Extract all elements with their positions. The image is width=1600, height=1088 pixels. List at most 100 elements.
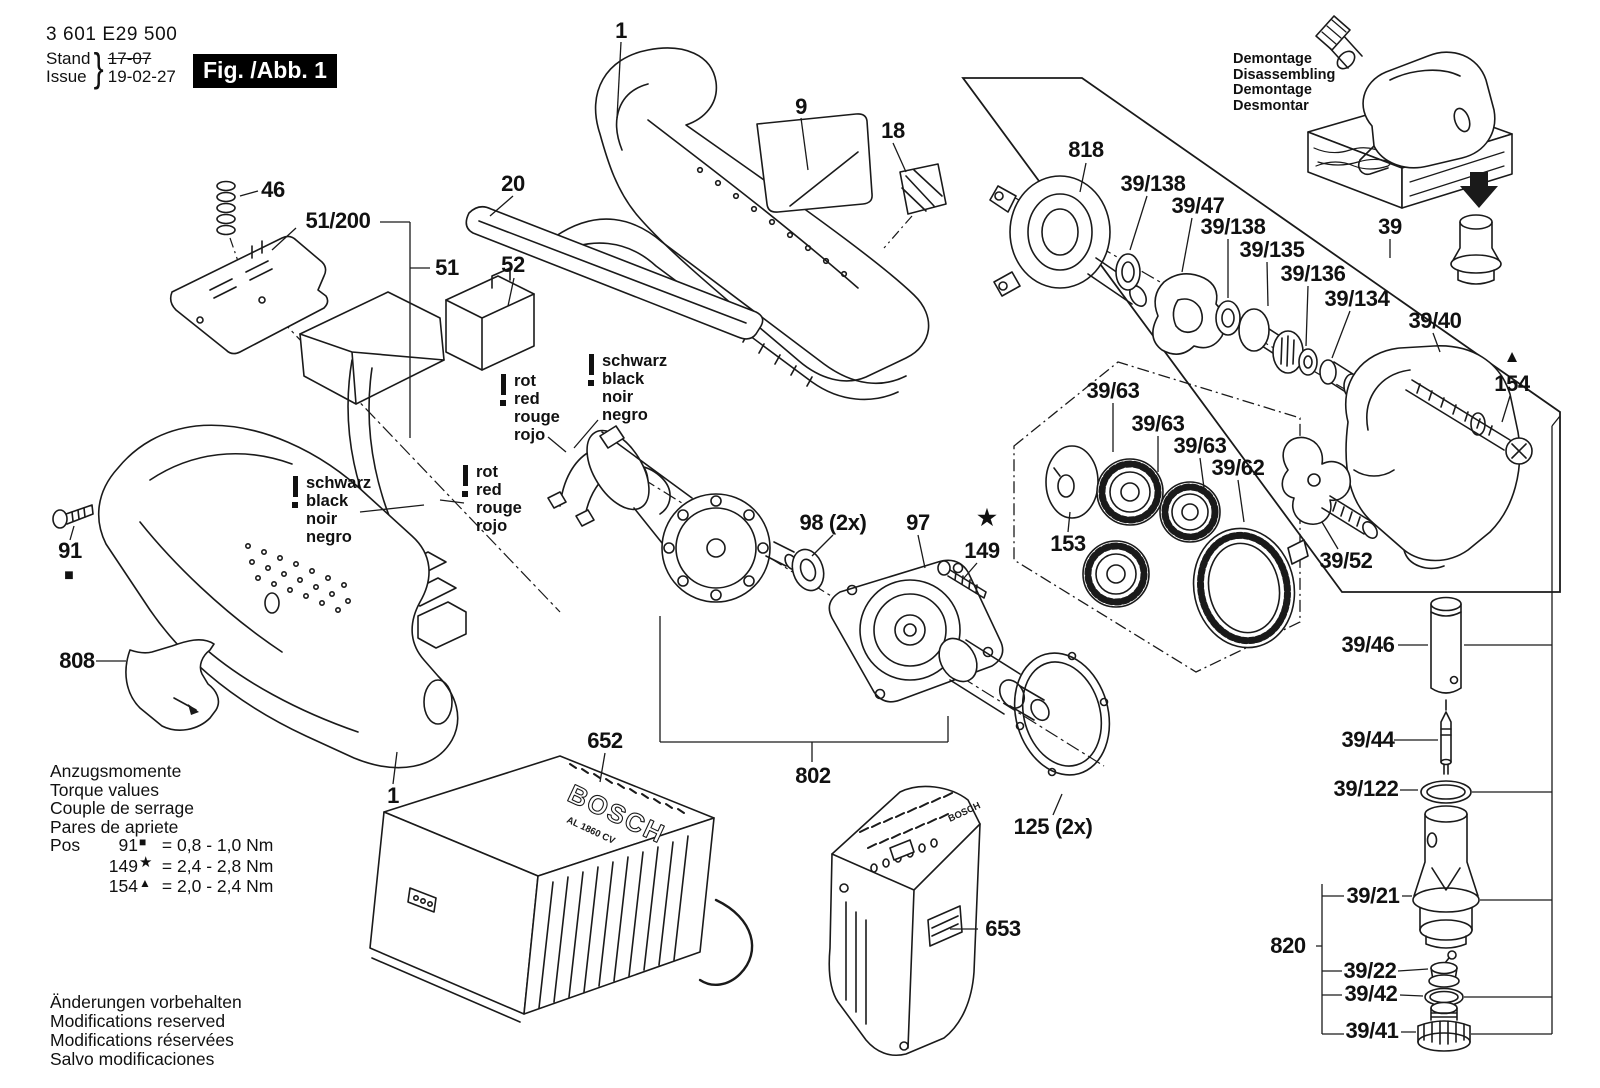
wire-color-line: noir: [602, 388, 634, 406]
torque-values-block: Anzugsmomente Torque values Couple de se…: [50, 762, 273, 898]
callout-39-47: 39/47: [1171, 193, 1225, 218]
exclamation-icon: [500, 374, 506, 444]
footer-line-fr: Modifications réservées: [50, 1030, 234, 1050]
callout-652: 652: [587, 728, 623, 753]
wire-color-line: red: [514, 390, 540, 408]
callout-39-52: 39/52: [1319, 548, 1373, 573]
torque-row: Pos 91 ■ = 0,8 - 1,0 Nm: [50, 835, 274, 857]
callout-39-135: 39/135: [1239, 237, 1305, 262]
gear-39-63-a: [1096, 458, 1164, 526]
wire-color-line: schwarz: [306, 474, 372, 492]
pin-39-44: [1440, 711, 1452, 775]
callout-39-63-c: 39/63: [1173, 433, 1227, 458]
wire-color-line: schwarz: [602, 352, 668, 370]
wire-color-line: rot: [514, 372, 536, 390]
wire-color-line: noir: [306, 510, 338, 528]
output-shaft-piece: [938, 637, 1050, 722]
disassembly-line-en: Disassembling: [1233, 66, 1336, 83]
exclamation-icon: [292, 476, 298, 546]
wire-color-line: rojo: [476, 517, 508, 535]
callout-39-22: 39/22: [1343, 958, 1397, 983]
punch-holder-39-21: [1412, 805, 1480, 949]
stand-issue-block: Stand Issue } 17-07 19-02-27: [46, 46, 176, 90]
exclamation-icon: [462, 465, 468, 535]
callout-52: 52: [501, 252, 525, 277]
callout-39-42: 39/42: [1344, 981, 1398, 1006]
bearing-flange-818: [989, 175, 1147, 307]
equals: =: [161, 835, 173, 855]
callout-154: 154: [1494, 371, 1530, 396]
callout-39-62: 39/62: [1211, 455, 1265, 480]
bearing-98: [791, 548, 825, 592]
wire-label-black-lower: schwarz black noir negro: [292, 474, 371, 546]
punch-39-22: [1428, 950, 1460, 988]
callout-97: 97: [906, 510, 930, 535]
callout-39: 39: [1378, 214, 1402, 239]
document-number: 3 601 E29 500: [46, 24, 178, 45]
callout-820: 820: [1270, 933, 1306, 958]
disassembly-line-de: Demontage: [1233, 51, 1312, 67]
callout-91: 91: [58, 538, 82, 563]
callout-46: 46: [261, 177, 285, 202]
charger-652: BOSCH AL 1860 CV: [369, 755, 754, 1023]
washer-39-136: [1298, 348, 1318, 376]
callout-153: 153: [1050, 531, 1086, 556]
triangle-symbol: ▲: [1503, 347, 1521, 366]
nut-39-41: [1417, 1001, 1471, 1052]
footer-line-de: Änderungen vorbehalten: [50, 992, 242, 1012]
issue-date: 19-02-27: [107, 67, 176, 86]
ring-gear-39-62: [1192, 527, 1309, 649]
gasket-125: [1013, 651, 1111, 777]
wire-color-line: negro: [602, 406, 648, 424]
torque-heading-de: Anzugsmomente: [50, 761, 182, 781]
torque-heading-fr: Couple de serrage: [50, 798, 194, 818]
motor-802: [586, 425, 798, 603]
wire-color-line: rouge: [476, 499, 522, 517]
callout-1-top: 1: [615, 18, 627, 43]
label-plate-9: [756, 113, 873, 213]
grip-texture: [245, 542, 351, 613]
callout-125: 125 (2x): [1013, 814, 1093, 839]
torque-symbol: ★: [139, 853, 153, 871]
disassembly-line-fr: Demontage: [1233, 82, 1312, 98]
torque-ref: 154: [108, 876, 138, 896]
torque-row: 154 ▲ = 2,0 - 2,4 Nm: [50, 876, 274, 898]
inset-punch: [1450, 214, 1502, 285]
callout-39-136: 39/136: [1280, 261, 1346, 286]
torque-heading-es: Pares de apriete: [50, 816, 179, 837]
trigger-strip-20: [465, 205, 764, 340]
spring-46: [216, 180, 236, 236]
callout-39-138-a: 39/138: [1120, 171, 1186, 196]
assembly-frame: [961, 77, 1561, 593]
star-symbol: ★: [977, 505, 997, 530]
old-date: 17-07: [107, 49, 152, 68]
torque-heading-en: Torque values: [50, 779, 159, 800]
wire-label-black-upper: schwarz black noir negro: [588, 352, 667, 424]
pos-label: Pos: [50, 835, 81, 855]
callout-818: 818: [1068, 137, 1104, 162]
square-symbol: ■: [64, 567, 74, 584]
needle-bearing-39-135: [1238, 308, 1304, 374]
callout-39-122: 39/122: [1333, 776, 1399, 801]
torque-symbol: ▲: [139, 876, 151, 890]
gear-39-63-c: [1082, 540, 1150, 608]
callout-9: 9: [795, 94, 807, 119]
gear-39-63-b: [1159, 481, 1221, 543]
disassembly-line-es: Desmontar: [1233, 97, 1309, 114]
wire-label-red-upper: rot red rouge rojo: [500, 372, 560, 444]
callout-1-bottom: 1: [387, 783, 399, 808]
torque-value: 0,8 - 1,0 Nm: [177, 835, 274, 855]
callout-39-138-b: 39/138: [1200, 214, 1266, 239]
callout-802: 802: [795, 763, 831, 788]
clip-18: [899, 163, 947, 215]
battery-653: BOSCH: [828, 785, 982, 1056]
washer-153: [1045, 445, 1099, 519]
footer-line-es: Salvo modificaciones: [50, 1049, 215, 1069]
torque-ref: 91: [118, 835, 138, 855]
brace-glyph: }: [94, 46, 105, 90]
callout-51: 51: [435, 255, 459, 280]
torque-symbol: ■: [139, 835, 147, 849]
wire-color-line: rojo: [514, 426, 546, 444]
